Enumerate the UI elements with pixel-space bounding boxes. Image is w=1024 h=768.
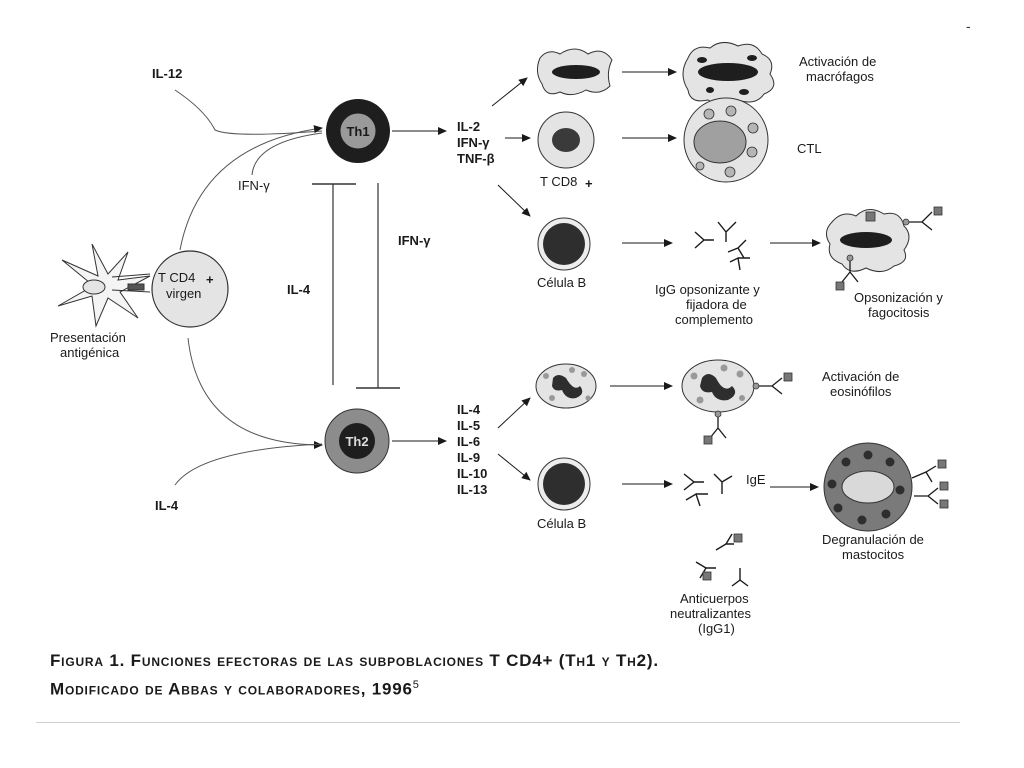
caption-reference: 5 <box>412 679 420 691</box>
eosinophil-antibodies <box>709 377 783 439</box>
th2-nucleus <box>339 423 375 459</box>
mast-cell-antibodies <box>911 465 939 505</box>
th1-cytokine-3: TNF-β <box>457 151 495 166</box>
ige-antibodies <box>683 473 733 507</box>
eosinophil-label-2: eosinófilos <box>830 384 892 399</box>
il4-mid-label: IL-4 <box>287 282 311 297</box>
bcell-top-label: Célula B <box>537 275 586 290</box>
neutralizing-label-3: (IgG1) <box>698 621 735 636</box>
mastcell-label-1: Degranulación de <box>822 532 924 547</box>
ctl-label: CTL <box>797 141 822 156</box>
ifng-mid-label: IFN-γ <box>398 233 431 248</box>
apc-label-line1: Presentación <box>50 330 126 345</box>
naive-cd4-cell <box>151 250 229 328</box>
th1-cytokine-2: IFN-γ <box>457 135 490 150</box>
eosinophil-label-1: Activación de <box>822 369 899 384</box>
il12-label: IL-12 <box>152 66 182 81</box>
th2-cytokine-1: IL-4 <box>457 402 481 417</box>
igg-label-1: IgG opsonizante y <box>655 282 760 297</box>
opsonization-label-2: fagocitosis <box>868 305 930 320</box>
th2-cytokine-4: IL-9 <box>457 450 480 465</box>
neutralizing-antibodies <box>695 533 749 587</box>
figure-caption: Figura 1. Funciones efectoras de las sub… <box>50 648 980 702</box>
th1-cytokine-1: IL-2 <box>457 119 480 134</box>
il4-bottom-label: IL-4 <box>155 498 179 513</box>
caption-line-2: Modificado de Abbas y colaboradores, 199… <box>50 673 980 702</box>
horizontal-rule <box>36 722 960 723</box>
ifng-left-label: IFN-γ <box>238 178 270 193</box>
igg-label-3: complemento <box>675 312 753 327</box>
arrow-to-eosinophil <box>497 397 531 429</box>
opsonization-label-1: Opsonización y <box>854 290 943 305</box>
naive-cd4-plus: + <box>206 272 214 287</box>
igg-antibodies <box>694 221 750 271</box>
th2-cytokine-6: IL-13 <box>457 482 487 497</box>
caption-line-1: Figura 1. Funciones efectoras de las sub… <box>50 651 659 670</box>
naive-to-th2-curve <box>187 337 323 449</box>
ifng-feedback-curve <box>251 132 323 176</box>
neutralizing-label-1: Anticuerpos <box>680 591 749 606</box>
dendritic-cell <box>57 243 151 328</box>
th2-cytokine-5: IL-10 <box>457 466 487 481</box>
th1-nucleus <box>339 112 377 150</box>
th2-cytokine-2: IL-5 <box>457 418 480 433</box>
caption-line-2-text: Modificado de Abbas y colaboradores, 199… <box>50 679 413 699</box>
mastcell-label-2: mastocitos <box>842 547 905 562</box>
igg-label-2: fijadora de <box>686 297 747 312</box>
th1-label: Th1 <box>346 124 369 139</box>
cd8-label: T CD8 <box>540 174 577 189</box>
macro-activation-label-2: macrófagos <box>806 69 874 84</box>
il4-curve <box>174 443 323 486</box>
apc-label-line2: antigénica <box>60 345 120 360</box>
naive-cd4-virgen: virgen <box>166 286 201 301</box>
bcell-bottom-label: Célula B <box>537 516 586 531</box>
cd8-plus: + <box>585 176 593 191</box>
th2-label: Th2 <box>345 434 368 449</box>
naive-to-th1-curve <box>179 125 323 251</box>
il12-curve <box>174 89 323 135</box>
arrow-to-bcell-bottom <box>497 453 531 481</box>
arrow-to-macrophage <box>491 77 528 107</box>
corner-mark: - <box>966 18 971 34</box>
naive-cd4-label: T CD4 <box>158 270 195 285</box>
macro-activation-label-1: Activación de <box>799 54 876 69</box>
neutralizing-label-2: neutralizantes <box>670 606 751 621</box>
arrow-to-bcell-top <box>497 184 531 217</box>
ige-label: IgE <box>746 472 766 487</box>
th2-cytokine-3: IL-6 <box>457 434 480 449</box>
